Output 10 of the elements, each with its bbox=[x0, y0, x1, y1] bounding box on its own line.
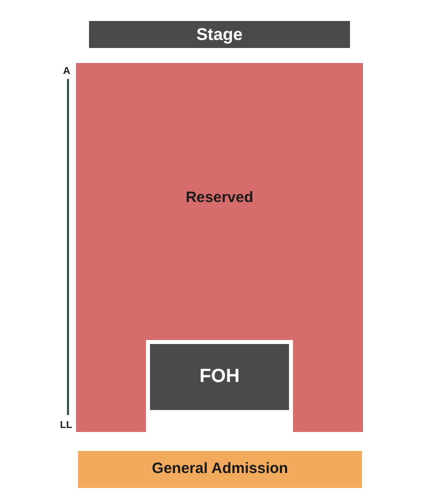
section-label: Reserved bbox=[186, 188, 254, 208]
foh-label: FOH bbox=[199, 364, 240, 389]
row-label: A bbox=[63, 65, 70, 79]
stage-bar bbox=[89, 21, 350, 48]
row-label: LL bbox=[60, 419, 72, 433]
foh-box bbox=[150, 344, 289, 410]
section-label: General Admission bbox=[152, 459, 288, 480]
reserved-section bbox=[76, 63, 363, 432]
stage-label: Stage bbox=[196, 24, 243, 46]
general-admission-section bbox=[78, 451, 362, 488]
